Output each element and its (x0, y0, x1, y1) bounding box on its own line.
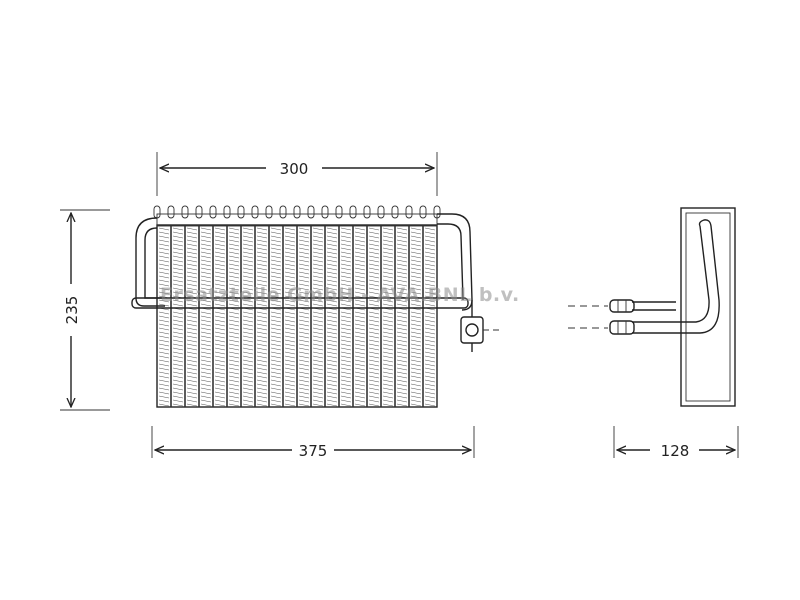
dimension-label-375: 375 (299, 442, 328, 460)
dimension-top-width: 300 (156, 152, 438, 196)
right-supply-pipe-inner (437, 223, 464, 301)
side-core-inner (685, 212, 731, 402)
top-header-bar (156, 213, 438, 227)
core-fins (158, 226, 436, 407)
side-pipe-inner (632, 225, 710, 323)
dimension-label-300: 300 (280, 160, 309, 178)
right-supply-pipe (437, 213, 473, 311)
dimension-label-128: 128 (661, 442, 690, 460)
side-pipe-outer (632, 219, 720, 334)
side-core-outer (680, 207, 736, 407)
side-fittings (568, 299, 635, 335)
watermark: Ersatzteile GmbH - AVA.BNL b.v. (160, 284, 520, 306)
dimension-label-235: 235 (63, 296, 81, 325)
dimension-depth: 128 (613, 426, 739, 460)
side-pipe-upper (632, 301, 676, 311)
left-return-pipe-inner (144, 227, 165, 299)
dimension-bottom-width: 375 (151, 426, 475, 460)
side-view: 128 (568, 207, 739, 460)
crossing-pipe (131, 297, 469, 309)
front-view: 300 235 375 (60, 152, 500, 460)
connector-block (460, 300, 500, 352)
dimension-height: 235 (60, 209, 110, 411)
header-tubes (153, 205, 441, 219)
